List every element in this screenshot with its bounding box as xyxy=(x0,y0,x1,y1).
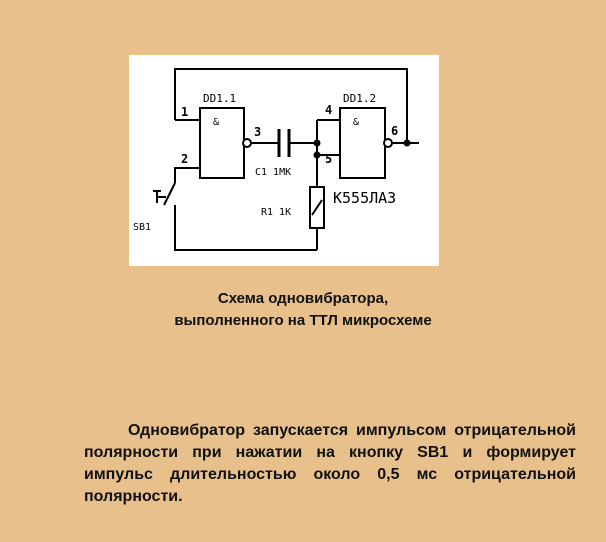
capacitor-c1 xyxy=(277,129,291,157)
gate1-symbol: & xyxy=(213,117,219,128)
resistor-r1 xyxy=(309,186,325,229)
button-label: SB1 xyxy=(133,222,151,233)
capacitor-label: C1 1MK xyxy=(255,167,291,178)
gate-dd1-2 xyxy=(339,107,393,179)
gate2-symbol: & xyxy=(353,117,359,128)
pin-6-label: 6 xyxy=(391,124,398,138)
gate-dd1-1 xyxy=(199,107,252,179)
junction-dot xyxy=(403,139,411,147)
junction-dot xyxy=(313,151,321,159)
button-ground-wire xyxy=(174,205,317,251)
pin-2-wire xyxy=(174,167,200,183)
chip-label: К555ЛА3 xyxy=(333,189,396,207)
pin-5-label: 5 xyxy=(325,152,332,166)
gate2-name: DD1.2 xyxy=(343,92,376,105)
schematic-diagram: DD1.1 DD1.2 & & 1 2 3 4 5 6 C1 1MK R1 1K… xyxy=(129,55,439,266)
feedback-wire xyxy=(174,68,408,143)
caption-line-2: выполненного на ТТЛ микросхеме xyxy=(174,312,432,329)
inversion-bubble xyxy=(383,138,393,148)
description-paragraph: Одновибратор запускается импульсом отриц… xyxy=(84,422,576,505)
pin-3-label: 3 xyxy=(254,125,261,139)
inversion-bubble xyxy=(242,138,252,148)
pin-4-label: 4 xyxy=(325,103,332,117)
junction-dot xyxy=(313,139,321,147)
resistor-label: R1 1K xyxy=(261,207,291,218)
circuit-wires xyxy=(174,68,419,251)
pin-1-label: 1 xyxy=(181,105,188,119)
push-button-sb1 xyxy=(153,182,176,206)
pin-2-label: 2 xyxy=(181,152,188,166)
gate1-name: DD1.1 xyxy=(203,92,236,105)
caption-line-1: Схема одновибратора, xyxy=(217,290,389,307)
